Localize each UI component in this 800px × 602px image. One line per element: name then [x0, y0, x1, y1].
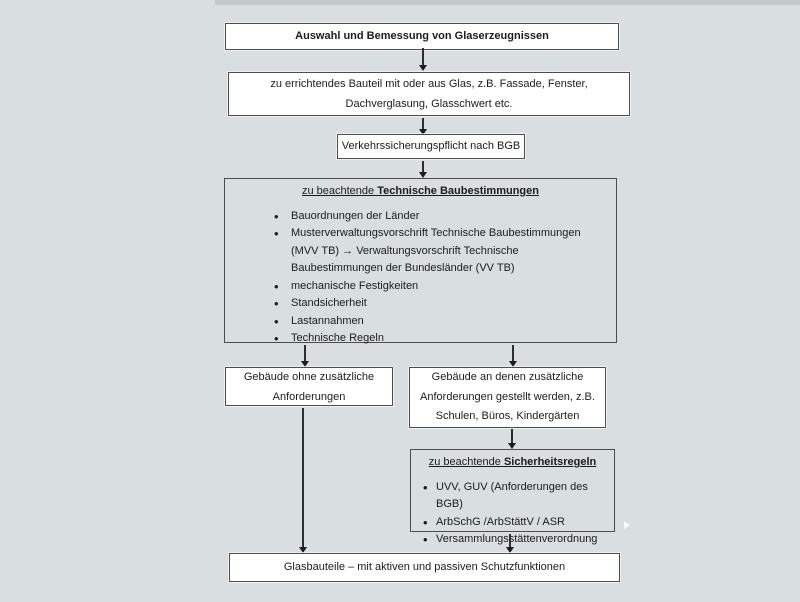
- technical-bullet: Technische Regeln: [225, 330, 616, 348]
- arrow-safety-to-result: [509, 534, 511, 547]
- component-box: zu errichtendes Bauteil mit oder aus Gla…: [228, 72, 630, 116]
- arrow-duty-to-technical: [422, 161, 424, 172]
- safety-heading-prefix: zu beachtende: [428, 456, 504, 468]
- result-text: Glasbauteile – mit aktiven und passiven …: [283, 561, 566, 574]
- title-text: Auswahl und Bemessung von Glaserzeugniss…: [295, 30, 549, 43]
- duty-box: Verkehrssicherungspflicht nach BGB: [337, 134, 525, 159]
- arrow-title-to-component: [422, 48, 424, 65]
- technical-bullet-list: Bauordnungen der Länder Musterverwaltung…: [225, 208, 616, 348]
- arrow-technical-to-special-building: [512, 345, 514, 361]
- technical-bullet: Standsicherheit: [225, 295, 616, 313]
- arrow-component-to-duty: [422, 118, 424, 129]
- technical-heading-prefix: zu beachtende: [301, 185, 378, 197]
- building-special-line2: Anforderungen gestellt werden, z.B.: [420, 390, 595, 403]
- arrow-technical-to-plain-building: [304, 345, 306, 361]
- building-special-line3: Schulen, Büros, Kindergärten: [435, 410, 580, 423]
- component-line2: Dachverglasung, Glasschwert etc.: [345, 98, 513, 110]
- safety-heading-emphasis: Sicherheitsregeln: [503, 456, 597, 468]
- technical-heading: zu beachtende Technische Baubestimmungen: [302, 184, 539, 199]
- top-edge-strip: [215, 0, 800, 5]
- building-plain-line1: Gebäude ohne zusätzliche: [243, 370, 375, 383]
- safety-bullet: ArbSchG /ArbStättV / ASR: [411, 514, 614, 532]
- safety-bullet-list: UVV, GUV (Anforderungen des BGB) ArbSchG…: [411, 479, 614, 549]
- safety-rules-box: zu beachtende Sicherheitsregeln UVV, GUV…: [410, 449, 615, 548]
- technical-bullet: Bauordnungen der Länder: [225, 208, 616, 226]
- faint-play-triangle-icon: [624, 521, 630, 529]
- safety-bullet: UVV, GUV (Anforderungen des BGB): [411, 479, 614, 514]
- building-plain-box: Gebäude ohne zusätzliche Anforderungen: [225, 367, 393, 406]
- result-box: Glasbauteile – mit aktiven und passiven …: [229, 553, 620, 582]
- technical-bullet: Lastannahmen: [225, 313, 616, 331]
- building-plain-line2: Anforderungen: [272, 390, 346, 403]
- building-special-box: Gebäude an denen zusätzliche Anforderung…: [409, 367, 606, 428]
- safety-bullet: Versammlungsstättenverordnung: [411, 531, 614, 549]
- technical-rules-box: zu beachtende Technische Baubestimmungen…: [224, 178, 617, 347]
- safety-heading: zu beachtende Sicherheitsregeln: [429, 455, 597, 470]
- technical-bullet: mechanische Festigkeiten: [225, 278, 616, 296]
- component-line1: zu errichtendes Bauteil mit oder aus Gla…: [270, 78, 588, 90]
- arrow-special-building-to-safety: [511, 429, 513, 443]
- technical-heading-emphasis: Technische Baubestimmungen: [377, 185, 539, 197]
- arrow-plain-building-to-result: [302, 408, 304, 547]
- duty-text: Verkehrssicherungspflicht nach BGB: [341, 140, 521, 153]
- building-special-line1: Gebäude an denen zusätzliche: [431, 371, 584, 384]
- title-box: Auswahl und Bemessung von Glaserzeugniss…: [225, 23, 619, 50]
- technical-bullet: Musterverwaltungsvorschrift Technische B…: [225, 225, 616, 278]
